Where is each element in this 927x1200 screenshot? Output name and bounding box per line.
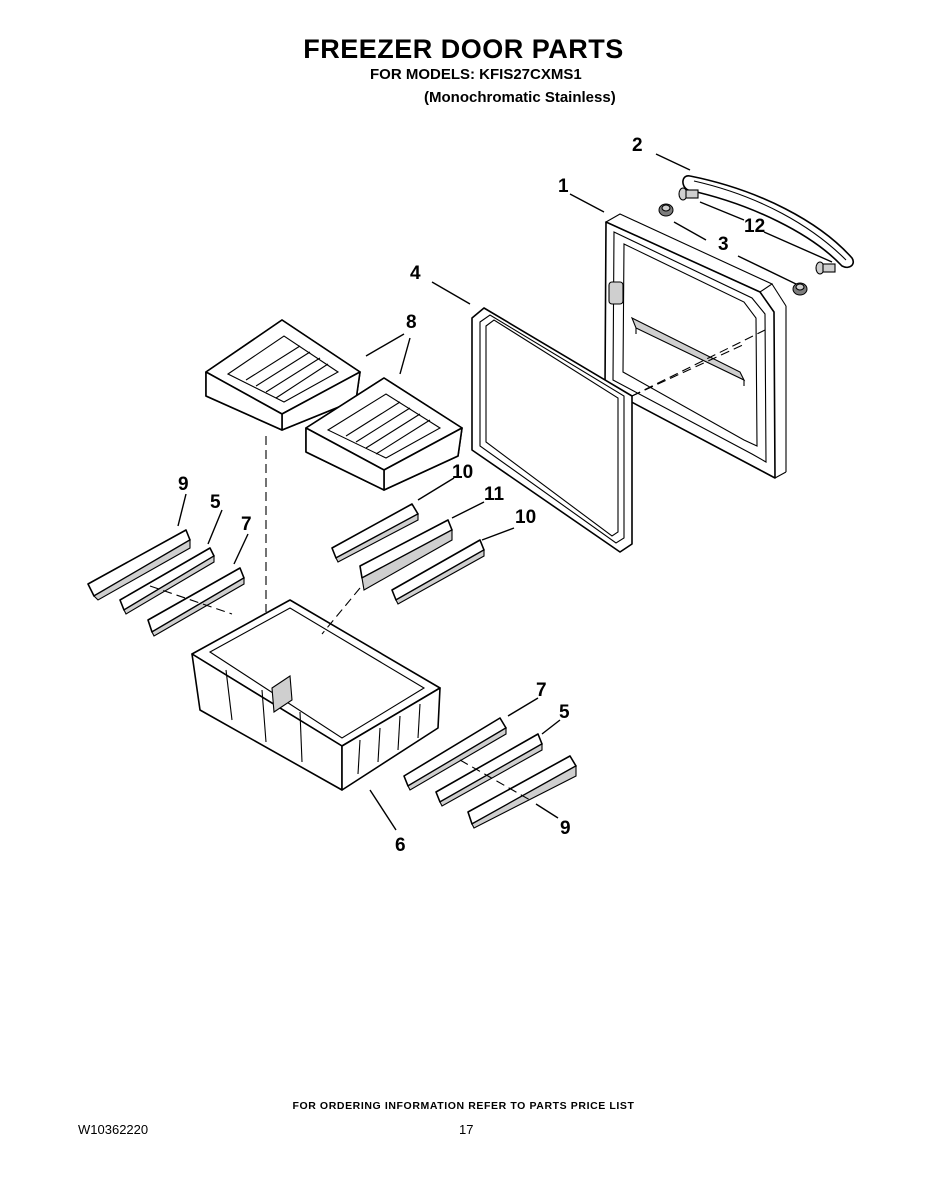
models-line: FOR MODELS: KFIS27CXMS1	[370, 66, 582, 83]
callout-7-right: 7	[536, 680, 547, 701]
handle-screws	[678, 187, 836, 275]
left-slide-cover	[87, 529, 191, 601]
bin-divider	[271, 675, 293, 713]
callout-6: 6	[395, 835, 406, 856]
upper-slide-track-right	[391, 539, 485, 605]
right-slide-rail	[435, 733, 543, 807]
callout-9-left: 9	[178, 474, 189, 495]
callout-7-left: 7	[241, 514, 252, 535]
freezer-door-assembly	[604, 213, 787, 479]
callout-10-top: 10	[452, 462, 473, 483]
door-hinge-block	[608, 281, 624, 305]
document-number: W10362220	[78, 1122, 149, 1137]
callout-3: 3	[718, 234, 729, 255]
upper-slide-track-left	[331, 503, 419, 563]
callout-2: 2	[632, 135, 643, 156]
callout-10-bottom: 10	[515, 507, 536, 528]
center-crossbar	[359, 519, 453, 591]
callout-5-right: 5	[559, 702, 570, 723]
page-number: 17	[459, 1122, 474, 1137]
right-slide-bracket	[403, 717, 507, 791]
upper-basket-right	[305, 377, 463, 491]
callout-12: 12	[744, 216, 765, 237]
door-gasket	[471, 307, 766, 553]
callout-5-left: 5	[210, 492, 221, 513]
callout-9-right: 9	[560, 818, 571, 839]
callout-1: 1	[558, 176, 569, 197]
page-title: FREEZER DOOR PARTS	[303, 34, 624, 64]
callout-11: 11	[484, 484, 505, 505]
ordering-note: FOR ORDERING INFORMATION REFER TO PARTS …	[292, 1100, 635, 1112]
leader-lines	[177, 153, 833, 831]
callout-8: 8	[406, 312, 417, 333]
variant-line: (Monochromatic Stainless)	[424, 89, 616, 106]
handle-spacers	[658, 203, 808, 296]
callout-4: 4	[410, 263, 421, 284]
left-slide-rail	[119, 547, 215, 615]
freezer-bin	[191, 587, 441, 791]
door-handle	[682, 175, 855, 269]
left-slide-bracket	[147, 567, 245, 637]
